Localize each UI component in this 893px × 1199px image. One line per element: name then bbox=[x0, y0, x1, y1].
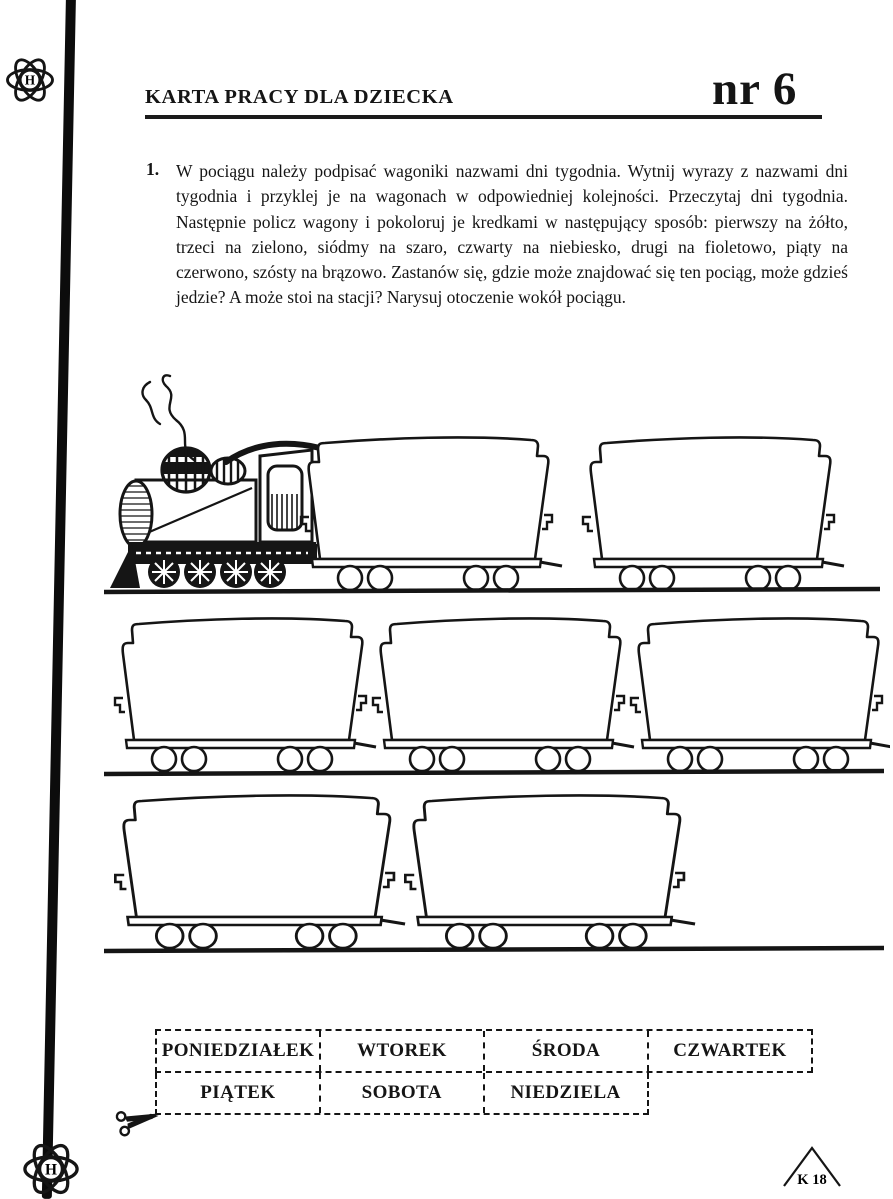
smoke bbox=[141, 374, 196, 462]
wagon-1 bbox=[299, 435, 564, 592]
train-row-2 bbox=[103, 616, 890, 777]
corner-mark: K 18 bbox=[783, 1146, 841, 1188]
day-card-thursday: CZWARTEK bbox=[647, 1031, 811, 1071]
smokestack-icon bbox=[160, 446, 212, 494]
publisher-logo-top: H bbox=[6, 58, 54, 102]
scissors-icon bbox=[115, 1111, 159, 1137]
day-card-monday: PONIEDZIAŁEK bbox=[161, 1040, 315, 1061]
wagon-5 bbox=[629, 616, 890, 773]
day-cards-row-1: PONIEDZIAŁEK WTOREK ŚRODA CZWARTEK bbox=[155, 1029, 813, 1073]
logo-circle bbox=[38, 1156, 64, 1182]
cow-catcher bbox=[110, 544, 140, 588]
sheet-number: nr 6 bbox=[712, 63, 798, 115]
steam-dome bbox=[209, 456, 247, 486]
train-row-1 bbox=[103, 374, 881, 595]
task-number: 1. bbox=[146, 159, 160, 179]
day-card-friday: PIĄTEK bbox=[200, 1082, 276, 1103]
page-code: K 18 bbox=[797, 1172, 826, 1188]
day-card-wednesday: ŚRODA bbox=[483, 1031, 647, 1071]
header-rule bbox=[145, 115, 822, 119]
day-card-sunday: NIEDZIELA bbox=[482, 1073, 647, 1113]
wagon-2 bbox=[581, 435, 846, 592]
publisher-logo-bottom: H bbox=[23, 1143, 79, 1195]
ground-line-2 bbox=[103, 768, 885, 777]
cab bbox=[223, 440, 323, 544]
page-title: KARTA PRACY DLA DZIECKA bbox=[145, 86, 454, 108]
locomotive bbox=[110, 374, 359, 588]
boiler-handrail bbox=[139, 486, 253, 538]
wagon-7 bbox=[403, 793, 697, 950]
task-text: W pociągu należy podpisać wagoniki nazwa… bbox=[176, 161, 848, 308]
train-row-3 bbox=[103, 793, 885, 954]
day-card-saturday: SOBOTA bbox=[318, 1073, 483, 1113]
day-cards-table: PONIEDZIAŁEK WTOREK ŚRODA CZWARTEK PIĄTE… bbox=[155, 1029, 813, 1115]
ground-line-3 bbox=[103, 945, 885, 954]
wagon-6 bbox=[113, 793, 407, 950]
day-cards-row-2: PIĄTEK SOBOTA NIEDZIELA bbox=[155, 1073, 649, 1115]
left-edge-line bbox=[41, 0, 76, 1199]
day-card-tuesday: WTOREK bbox=[319, 1031, 483, 1071]
wagon-3 bbox=[113, 616, 378, 773]
logo-circle bbox=[19, 69, 41, 91]
triangle-icon bbox=[783, 1146, 841, 1187]
locomotive-wheels bbox=[148, 556, 286, 588]
wagon-4 bbox=[371, 616, 636, 773]
logo-letter: H bbox=[25, 73, 36, 88]
boiler-front bbox=[118, 479, 154, 549]
ground-line-1 bbox=[103, 586, 881, 595]
logo-letter: H bbox=[45, 1161, 57, 1178]
